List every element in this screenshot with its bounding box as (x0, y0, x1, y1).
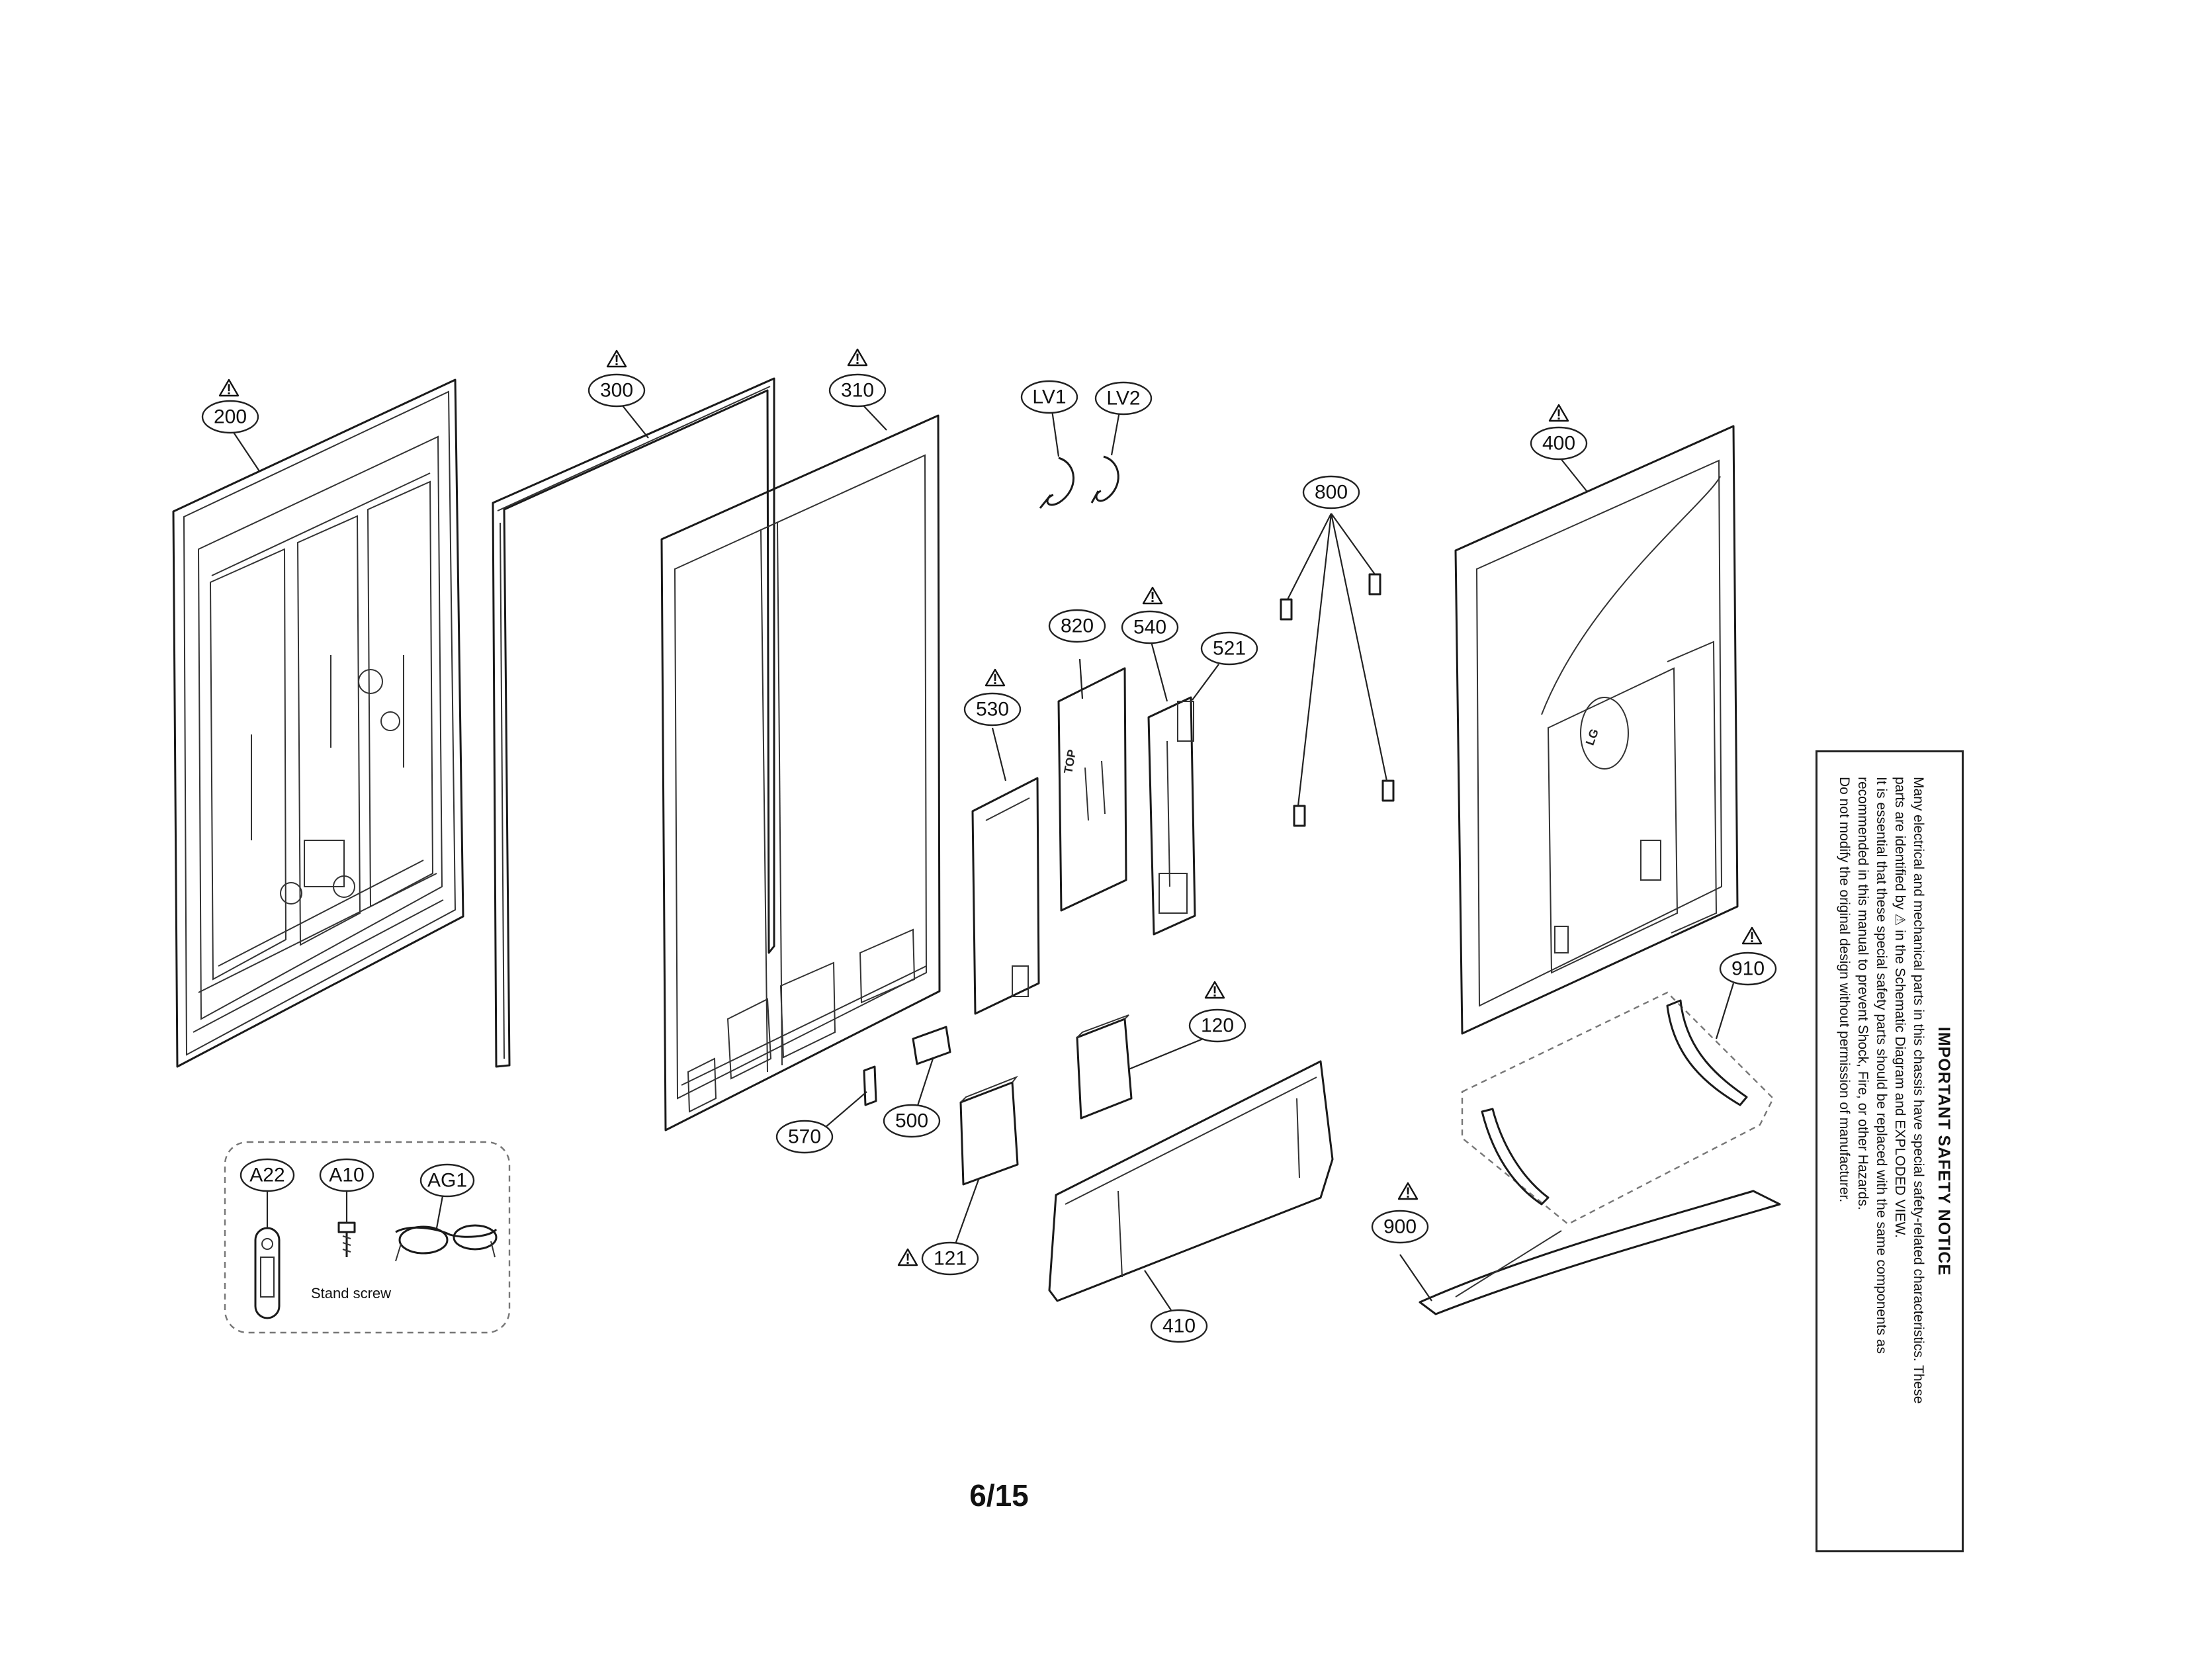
callout-121: 121 (921, 1241, 979, 1276)
svg-text:!: ! (1749, 929, 1754, 946)
logo-mark: LG (1583, 727, 1601, 747)
warning-icon: ! (1204, 981, 1225, 1000)
svg-text:!: ! (905, 1251, 910, 1267)
svg-text:200: 200 (214, 406, 247, 428)
warning-icon: ! (1741, 926, 1763, 946)
part-310-frame (660, 414, 941, 1131)
part-410-bottom-cover (1048, 1060, 1334, 1302)
svg-text:!: ! (226, 381, 231, 398)
callout-lv1: LV1 (1020, 380, 1078, 414)
safety-notice-box: IMPORTANT SAFETY NOTICE Many electrical … (1816, 750, 1964, 1552)
callout-900: 900 (1371, 1210, 1429, 1244)
svg-text:530: 530 (976, 699, 1009, 721)
part-900-stand-base (1419, 1190, 1781, 1315)
svg-text:500: 500 (895, 1110, 928, 1132)
svg-text:410: 410 (1162, 1315, 1196, 1337)
warning-icon: ! (218, 378, 240, 398)
part-800-brackets (1280, 573, 1395, 827)
callout-540: 540 (1121, 610, 1179, 644)
callout-310: 310 (828, 373, 887, 408)
callout-800: 800 (1302, 475, 1360, 509)
warning-icon: ! (985, 668, 1006, 687)
safety-notice-line: It is essential that these special safet… (1874, 777, 1889, 1354)
warning-icon: ! (897, 1248, 918, 1267)
part-121-speaker (959, 1075, 1019, 1186)
callout-500: 500 (883, 1104, 941, 1138)
svg-text:310: 310 (841, 380, 874, 402)
svg-text:800: 800 (1315, 482, 1348, 504)
callout-521: 521 (1200, 631, 1258, 666)
part-820-sheet (1057, 667, 1127, 912)
part-570-module (863, 1065, 877, 1106)
callout-a22: A22 (240, 1158, 295, 1192)
leader-lines (232, 404, 1735, 1311)
callout-410: 410 (1150, 1309, 1208, 1343)
part-120-speaker (1076, 1014, 1133, 1120)
part-200-chassis (172, 378, 464, 1068)
safety-notice-body: Many electrical and mechanical parts in … (1835, 761, 1927, 1542)
callout-820: 820 (1048, 609, 1106, 643)
warning-icon: ! (1548, 404, 1569, 423)
svg-text:!: ! (1405, 1184, 1410, 1201)
top-mark: TOP (1061, 748, 1078, 775)
part-540-main-board (1147, 696, 1196, 936)
callout-300: 300 (588, 373, 646, 408)
callout-200: 200 (201, 400, 259, 434)
safety-notice-line: recommended in this manual to prevent Sh… (1855, 777, 1870, 1210)
3d-glasses-drawing (395, 1224, 498, 1262)
svg-text:570: 570 (788, 1126, 821, 1148)
part-530-power-board (971, 777, 1040, 1015)
page-number: 6/15 (969, 1478, 1029, 1513)
svg-text:400: 400 (1542, 433, 1575, 455)
safety-notice-line: parts are identified by ⚠ in the Schemat… (1892, 777, 1907, 1238)
svg-text:300: 300 (600, 380, 633, 402)
part-400-back-cover (1454, 425, 1739, 1035)
part-lv-cables (1039, 455, 1119, 509)
callout-ag1: AG1 (419, 1163, 475, 1198)
part-910-stand-neck (1461, 991, 1774, 1225)
svg-text:910: 910 (1731, 958, 1765, 980)
warning-icon: ! (1397, 1182, 1419, 1201)
svg-text:900: 900 (1383, 1216, 1417, 1238)
svg-text:!: ! (1212, 983, 1217, 1000)
safety-notice-line: Many electrical and mechanical parts in … (1911, 777, 1926, 1404)
callout-530: 530 (963, 692, 1022, 727)
safety-notice-rotated: IMPORTANT SAFETY NOTICE Many electrical … (1823, 761, 1956, 1542)
stand-screw-label: Stand screw (311, 1285, 391, 1302)
warning-icon: ! (1142, 586, 1163, 605)
remote-control-drawing (254, 1227, 281, 1319)
svg-text:LV2: LV2 (1106, 388, 1140, 410)
svg-text:A10: A10 (329, 1165, 364, 1186)
callout-a10: A10 (319, 1158, 374, 1192)
svg-text:!: ! (1556, 406, 1561, 423)
accessory-box (224, 1141, 511, 1334)
svg-text:!: ! (855, 351, 859, 367)
svg-text:!: ! (992, 671, 997, 687)
svg-text:820: 820 (1061, 615, 1094, 637)
svg-text:A22: A22 (249, 1165, 284, 1186)
svg-text:120: 120 (1201, 1015, 1234, 1037)
svg-text:121: 121 (934, 1248, 967, 1270)
svg-text:LV1: LV1 (1032, 386, 1066, 408)
warning-icon: ! (847, 348, 868, 367)
safety-notice-title: IMPORTANT SAFETY NOTICE (1935, 1026, 1953, 1276)
callout-lv2: LV2 (1094, 381, 1153, 416)
part-500-module (912, 1026, 951, 1065)
warning-icon: ! (606, 349, 627, 369)
stand-screw-drawing (337, 1221, 356, 1257)
callout-910: 910 (1719, 951, 1777, 986)
svg-text:540: 540 (1133, 617, 1166, 639)
svg-text:!: ! (1150, 589, 1155, 605)
svg-text:!: ! (614, 352, 619, 369)
callout-400: 400 (1530, 426, 1588, 461)
part-300-bezel (492, 377, 775, 1068)
svg-text:AG1: AG1 (427, 1170, 467, 1192)
callout-120: 120 (1188, 1008, 1247, 1043)
safety-notice-line: Do not modify the original design withou… (1837, 777, 1852, 1203)
callout-570: 570 (775, 1120, 834, 1154)
svg-text:521: 521 (1213, 638, 1246, 660)
